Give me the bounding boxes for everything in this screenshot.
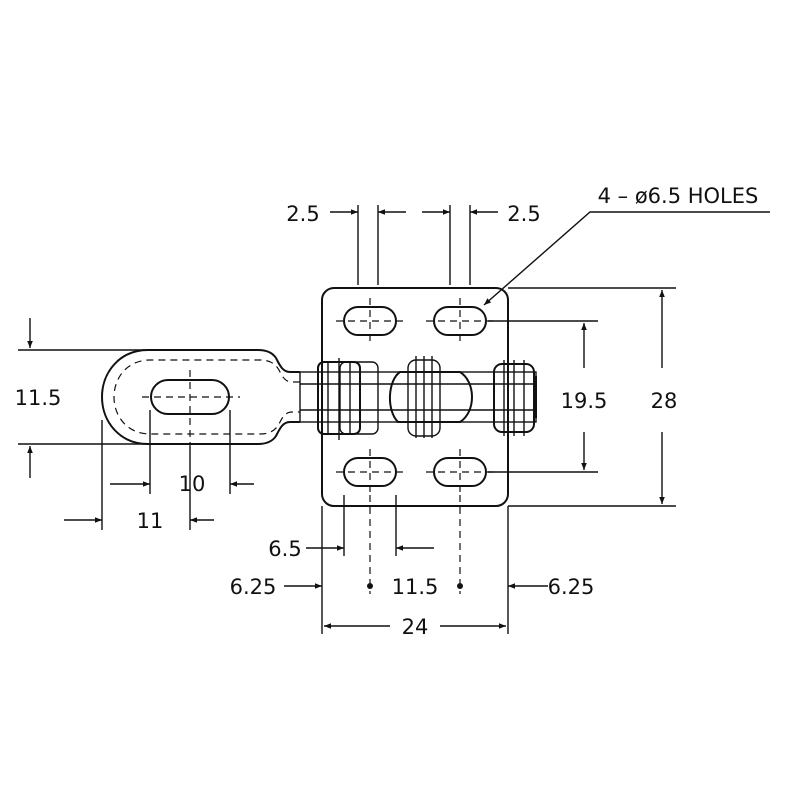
mounting-hole-top-right xyxy=(426,298,494,344)
center-lever xyxy=(389,371,473,423)
clamp-linkage xyxy=(299,356,537,440)
holes-note: 4 – ø6.5 HOLES xyxy=(598,184,759,208)
mounting-holes xyxy=(336,298,494,495)
dim-base-width: 24 xyxy=(402,615,429,639)
mounting-hole-bottom-left xyxy=(336,449,404,495)
clamp-handle xyxy=(100,349,300,446)
dim-hole-spacing-horizontal: 11.5 xyxy=(392,575,439,599)
dimension-labels: 2.5 2.5 4 – ø6.5 HOLES 11.5 10 11 19.5 2… xyxy=(15,184,759,639)
dim-slot-left-width: 2.5 xyxy=(286,202,319,226)
dim-handle-slot-length: 10 xyxy=(179,472,206,496)
base-plate xyxy=(321,287,509,507)
mounting-hole-bottom-right xyxy=(426,449,494,495)
dim-base-height: 28 xyxy=(651,389,678,413)
dimension-lines xyxy=(18,205,770,634)
mounting-hole-top-left xyxy=(336,298,404,344)
dim-edge-right: 6.25 xyxy=(548,575,595,599)
dim-slot-right-width: 2.5 xyxy=(507,202,540,226)
dim-slot-length-bottom: 6.5 xyxy=(268,537,301,561)
dim-handle-height: 11.5 xyxy=(15,386,62,410)
dim-edge-left: 6.25 xyxy=(230,575,277,599)
dim-hole-spacing-vertical: 19.5 xyxy=(561,389,608,413)
dim-handle-reach: 11 xyxy=(137,509,164,533)
